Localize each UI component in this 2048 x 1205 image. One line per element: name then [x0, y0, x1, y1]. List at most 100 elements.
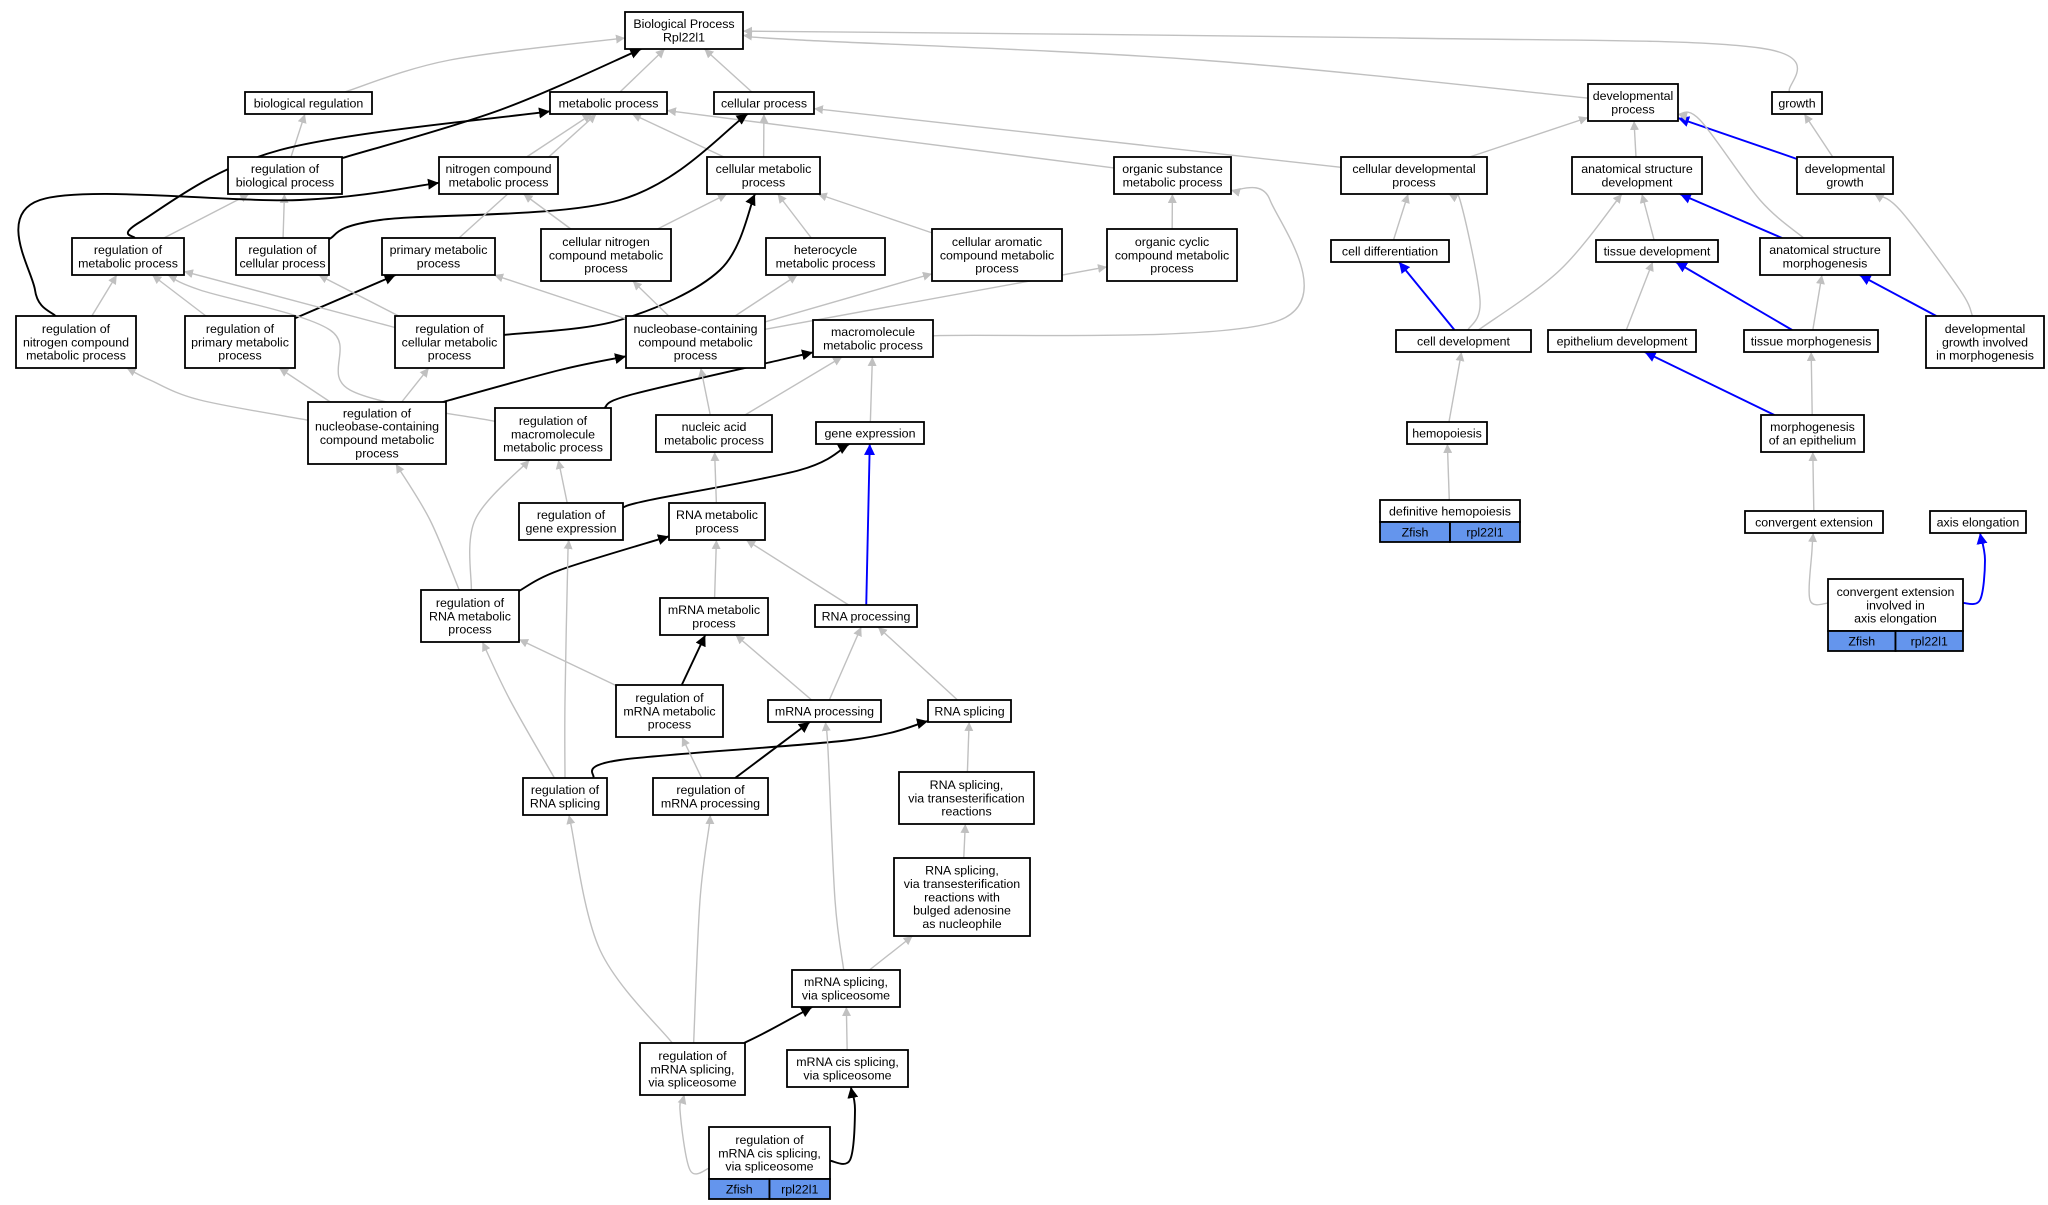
go-term-node-mrnaspl[interactable]: mRNA splicing,via spliceosome	[791, 969, 901, 1008]
go-term-node-rnasplba[interactable]: RNA splicing,via transesterificationreac…	[893, 857, 1031, 937]
edge-is_a-nbcmp-to-cncmp	[632, 280, 670, 317]
go-term-label-line: nitrogen compound	[445, 162, 551, 176]
go-term-node-celldiff[interactable]: cell differentiation	[1330, 239, 1450, 263]
go-term-node-regnbcmp[interactable]: regulation ofnucleobase-containingcompou…	[307, 401, 447, 465]
go-term-label-line: regulation of	[248, 243, 317, 257]
go-term-label-line: process	[742, 175, 785, 189]
go-term-node-convext[interactable]: convergent extension	[1744, 510, 1884, 534]
go-term-label-line: metabolic process	[449, 175, 549, 189]
edge-is_a-regrnaspl-to-reggeneexp	[563, 534, 573, 779]
go-term-label-line: RNA splicing,	[925, 864, 999, 878]
go-term-node-epidev[interactable]: epithelium development	[1547, 329, 1697, 353]
go-term-label-line: gene expression	[526, 521, 617, 535]
go-term-label-line: cellular aromatic	[952, 235, 1042, 249]
go-term-box	[1744, 510, 1884, 534]
edge-is_a-asmorph-to-devp	[1677, 111, 1805, 239]
go-term-label-line: Rpl22l1	[663, 30, 705, 44]
go-term-node-tissmorph[interactable]: tissue morphogenesis	[1743, 329, 1879, 353]
edge-is_a-cncmp-to-cmp	[657, 193, 728, 230]
go-term-node-growth[interactable]: growth	[1771, 91, 1823, 115]
go-term-label-line: process	[1392, 175, 1435, 189]
go-term-box	[624, 11, 744, 50]
go-term-node-cellp[interactable]: cellular process	[713, 91, 815, 115]
go-term-node-geneexp[interactable]: gene expression	[815, 421, 925, 445]
go-term-box	[394, 315, 505, 369]
edge-is_a-cdevp-to-cellp	[813, 105, 1342, 169]
go-term-box	[1760, 414, 1865, 453]
go-term-node-axiselong[interactable]: axis elongation	[1929, 510, 2027, 534]
go-term-node-metp[interactable]: metabolic process	[549, 91, 668, 115]
go-term-node-breg[interactable]: biological regulation	[244, 91, 373, 115]
go-term-node-hemo[interactable]: hemopoiesis	[1406, 421, 1488, 445]
go-term-node-tissdev[interactable]: tissue development	[1595, 239, 1719, 263]
go-term-label-line: involved in	[1866, 598, 1925, 612]
go-term-node-rnasplte[interactable]: RNA splicing,via transesterificationreac…	[898, 771, 1035, 825]
go-term-label-line: biological regulation	[254, 96, 364, 110]
annotation-source-label: Zfish	[1848, 634, 1875, 648]
go-term-box	[244, 91, 373, 115]
edge-is_a-rnasplba-to-rnasplte	[960, 823, 970, 859]
go-term-node-rnaspl[interactable]: RNA splicing	[927, 699, 1012, 723]
edge-is_a-devp-to-bp	[742, 31, 1589, 99]
go-term-node-rnaproc[interactable]: RNA processing	[814, 604, 918, 628]
go-term-node-mrnaproc[interactable]: mRNA processing	[767, 699, 882, 723]
go-term-box	[1340, 156, 1488, 195]
go-term-box	[931, 228, 1063, 282]
edge-is_a-tissmorph-to-asmorph	[1812, 274, 1825, 331]
go-term-node-mrnacis[interactable]: mRNA cis splicing,via spliceosome	[786, 1049, 909, 1088]
edge-is_a-tissdev-to-asdev	[1639, 193, 1655, 241]
edge-is_a-rnaspl-to-rnaproc	[877, 626, 958, 701]
go-term-box	[15, 315, 137, 369]
go-term-label-line: epithelium development	[1557, 334, 1688, 348]
go-term-label-line: regulation of	[658, 1049, 727, 1063]
go-term-label-line: via spliceosome	[725, 1160, 813, 1174]
go-term-label-line: process	[448, 623, 491, 637]
go-term-label-line: regulation of	[537, 508, 606, 522]
go-term-label-line: hemopoiesis	[1412, 426, 1482, 440]
edge-regulates-rnaproc-to-geneexp	[864, 443, 876, 606]
go-term-label-line: regulation of	[676, 783, 745, 797]
go-term-label-line: macromolecule	[511, 427, 595, 441]
go-term-node-celldev[interactable]: cell development	[1395, 329, 1532, 353]
go-term-label-line: development	[1602, 175, 1674, 189]
go-term-box	[227, 156, 343, 195]
go-term-label-line: growth	[1826, 175, 1863, 189]
